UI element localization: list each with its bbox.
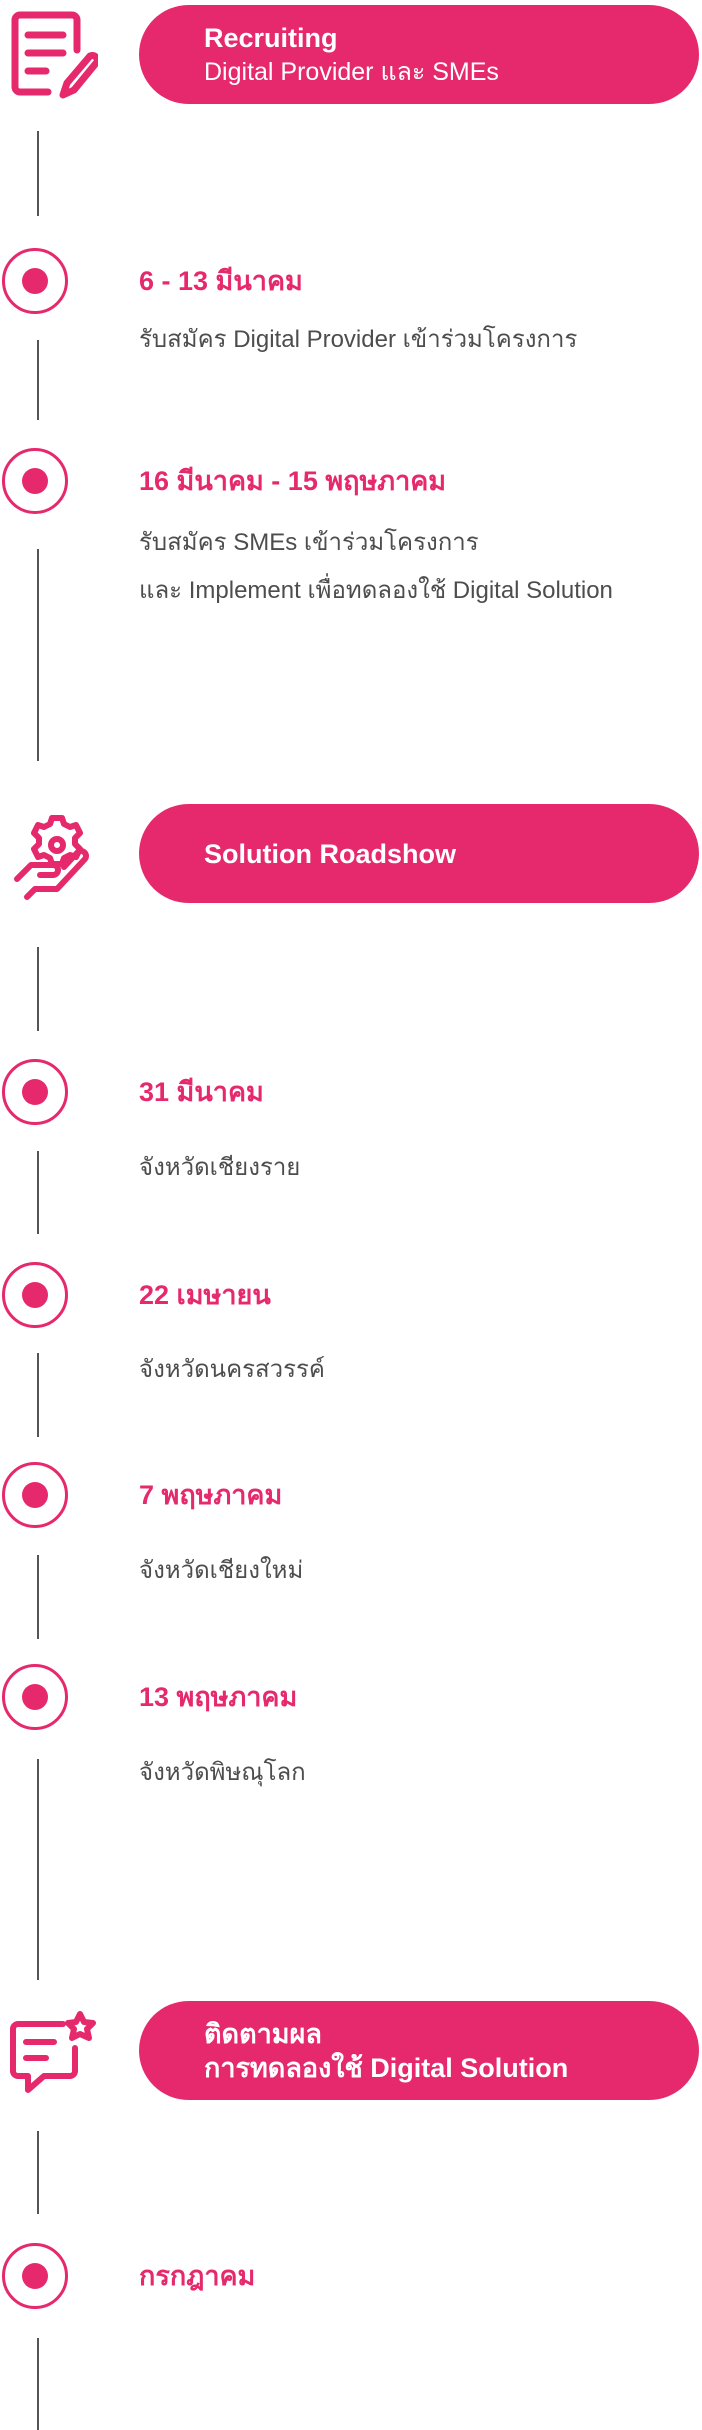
event-date: 22 เมษายน bbox=[139, 1280, 271, 1310]
timeline-connector bbox=[37, 2131, 39, 2214]
document-edit-icon bbox=[11, 11, 98, 99]
timeline-connector bbox=[37, 131, 39, 216]
event-description: จังหวัดนครสวรรค์ bbox=[139, 1356, 325, 1383]
event-date: กรกฎาคม bbox=[139, 2261, 256, 2291]
section-title: ติดตามผล bbox=[204, 2018, 322, 2049]
event-description: รับสมัคร SMEs เข้าร่วมโครงการ bbox=[139, 529, 479, 556]
event-date: 6 - 13 มีนาคม bbox=[139, 266, 303, 296]
event-date: 31 มีนาคม bbox=[139, 1077, 264, 1107]
timeline-connector bbox=[37, 2338, 39, 2430]
event-date: 7 พฤษภาคม bbox=[139, 1480, 283, 1510]
timeline-dot bbox=[2, 448, 68, 514]
timeline-dot bbox=[2, 1462, 68, 1528]
timeline-dot bbox=[2, 248, 68, 314]
event-description: และ Implement เพื่อทดลองใช้ Digital Solu… bbox=[139, 577, 613, 604]
timeline-dot bbox=[2, 1262, 68, 1328]
event-description: รับสมัคร Digital Provider เข้าร่วมโครงกา… bbox=[139, 326, 578, 353]
event-description: จังหวัดเชียงใหม่ bbox=[139, 1557, 304, 1584]
timeline-dot bbox=[2, 1664, 68, 1730]
timeline-connector bbox=[37, 1759, 39, 1980]
section-header-recruiting: Recruiting Digital Provider และ SMEs bbox=[139, 5, 699, 104]
event-description: จังหวัดเชียงราย bbox=[139, 1154, 301, 1181]
section-title: Solution Roadshow bbox=[204, 838, 456, 869]
timeline-connector bbox=[37, 1353, 39, 1437]
section-header-solution-roadshow: Solution Roadshow bbox=[139, 804, 699, 903]
timeline-dot bbox=[2, 1059, 68, 1125]
timeline-connector bbox=[37, 1151, 39, 1234]
section-header-follow-up: ติดตามผล การทดลองใช้ Digital Solution bbox=[139, 2001, 699, 2100]
timeline-connector bbox=[37, 1555, 39, 1639]
event-description: จังหวัดพิษณุโลก bbox=[139, 1759, 306, 1786]
event-date: 16 มีนาคม - 15 พฤษภาคม bbox=[139, 466, 447, 496]
gear-hand-icon bbox=[14, 815, 89, 900]
timeline-connector bbox=[37, 947, 39, 1031]
timeline-connector bbox=[37, 340, 39, 420]
event-date: 13 พฤษภาคม bbox=[139, 1682, 298, 1712]
chat-star-icon bbox=[10, 2011, 96, 2093]
section-subtitle: การทดลองใช้ Digital Solution bbox=[204, 2052, 569, 2083]
section-subtitle: Digital Provider และ SMEs bbox=[204, 57, 499, 86]
timeline-dot bbox=[2, 2243, 68, 2309]
section-title: Recruiting bbox=[204, 22, 338, 53]
timeline-connector bbox=[37, 549, 39, 761]
